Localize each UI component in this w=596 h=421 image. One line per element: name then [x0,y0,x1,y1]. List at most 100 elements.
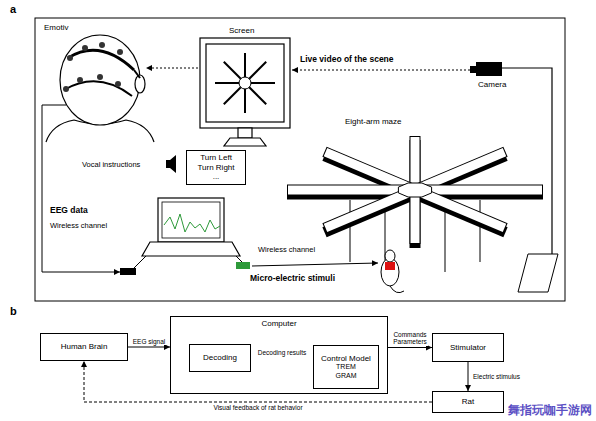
laptop [162,202,220,238]
electrode [117,49,123,55]
electrode [115,81,121,87]
signal-label: Micro-electric stimuli [250,274,335,284]
electrode [63,86,69,92]
maze-arm [410,190,421,244]
maze-arm [415,152,505,190]
maze-leg [445,205,446,272]
monitor [239,77,251,89]
box-label: Computer [261,319,296,329]
signal-label: Live video of the scene [300,55,394,65]
edge-label: Commands Parameters [392,331,428,346]
process-box: Control ModelTREMGRAM [313,345,379,389]
flow-arrow [128,347,170,348]
box-label: Control Model [321,354,371,364]
eight-arm-maze [287,136,543,272]
flow-arrow [388,347,432,348]
camera [470,66,476,73]
watermark: 舞指玩咖手游网 [508,404,592,417]
apparatus-label: Eight-arm maze [345,117,401,126]
process-box: Human Brain [40,333,128,361]
panel-letter: a [10,3,16,16]
rat [385,262,395,270]
view-arrow [146,68,198,69]
box-label: Human Brain [61,342,108,352]
monitor [200,38,290,146]
human-head [134,70,140,78]
maze-arm [411,137,420,190]
camera [470,62,558,292]
edge-label: Electric stimulus [472,373,521,380]
process-box: Rat [432,391,504,413]
electrode [67,55,73,61]
process-box: Decoding [189,344,251,372]
maze-arm [415,152,506,190]
device-label: Screen [229,26,254,35]
box-detail: ... [213,172,220,182]
screen-maze [215,53,275,113]
human-head [64,81,132,96]
maze-arm [411,190,420,243]
maze-leg [350,200,351,262]
panel-frame [35,18,565,301]
camera [476,62,502,76]
laptop [236,262,250,269]
electrode [63,42,123,92]
laptop [120,268,136,275]
device-label: Camera [478,80,506,89]
device-label: Emotiv [44,23,68,32]
video-arrow [292,70,474,71]
human-head [68,50,134,70]
maze-leg [480,200,481,262]
camera [502,68,552,258]
box-label: Turn Left [200,153,232,163]
electrode [97,74,103,80]
laptop [236,256,242,262]
panel-letter: b [10,305,17,318]
channel-label: Wireless channel [258,246,315,255]
box-label: Decoding [203,353,237,363]
laptop [158,198,224,242]
laptop [120,198,250,275]
rat [390,286,404,293]
electrode [77,77,83,83]
flow-arrow [468,362,469,391]
human-head [60,35,140,125]
laptop [142,242,240,256]
monitor [200,38,290,128]
edge-label: Visual feedback of rat behavior [212,404,303,411]
monitor [238,128,252,138]
box-label: Stimulator [450,343,486,353]
rat [381,258,399,286]
monitor [224,138,266,146]
process-box: Stimulator [432,333,504,362]
electrode [82,45,88,51]
rat [381,250,404,293]
monitor [206,44,284,122]
maze-arm [410,136,421,190]
edge-label: EEG signal [132,338,167,345]
signal-label: EEG data [50,206,88,216]
human-head [46,35,154,142]
maze-arm [326,190,416,228]
box-detail: Turn Right [197,163,234,173]
speaker-icon [166,155,176,173]
camera [518,254,558,292]
box-label: Rat [462,397,474,407]
channel-label: Wireless channel [50,222,107,231]
maze-arm [325,152,416,190]
maze-arm [325,190,416,228]
laptop [164,214,220,232]
maze-arm [287,136,543,248]
laptop [134,256,146,268]
maze-arm [326,152,416,190]
maze-arm [415,190,506,228]
box-detail: GRAM [336,372,357,380]
eeg-link [42,105,120,272]
maze-center [398,183,431,197]
wireless-link [252,263,378,266]
signal-label: Vocal instructions [82,161,140,170]
box-detail: TREM [336,363,356,371]
electrode [99,42,105,48]
